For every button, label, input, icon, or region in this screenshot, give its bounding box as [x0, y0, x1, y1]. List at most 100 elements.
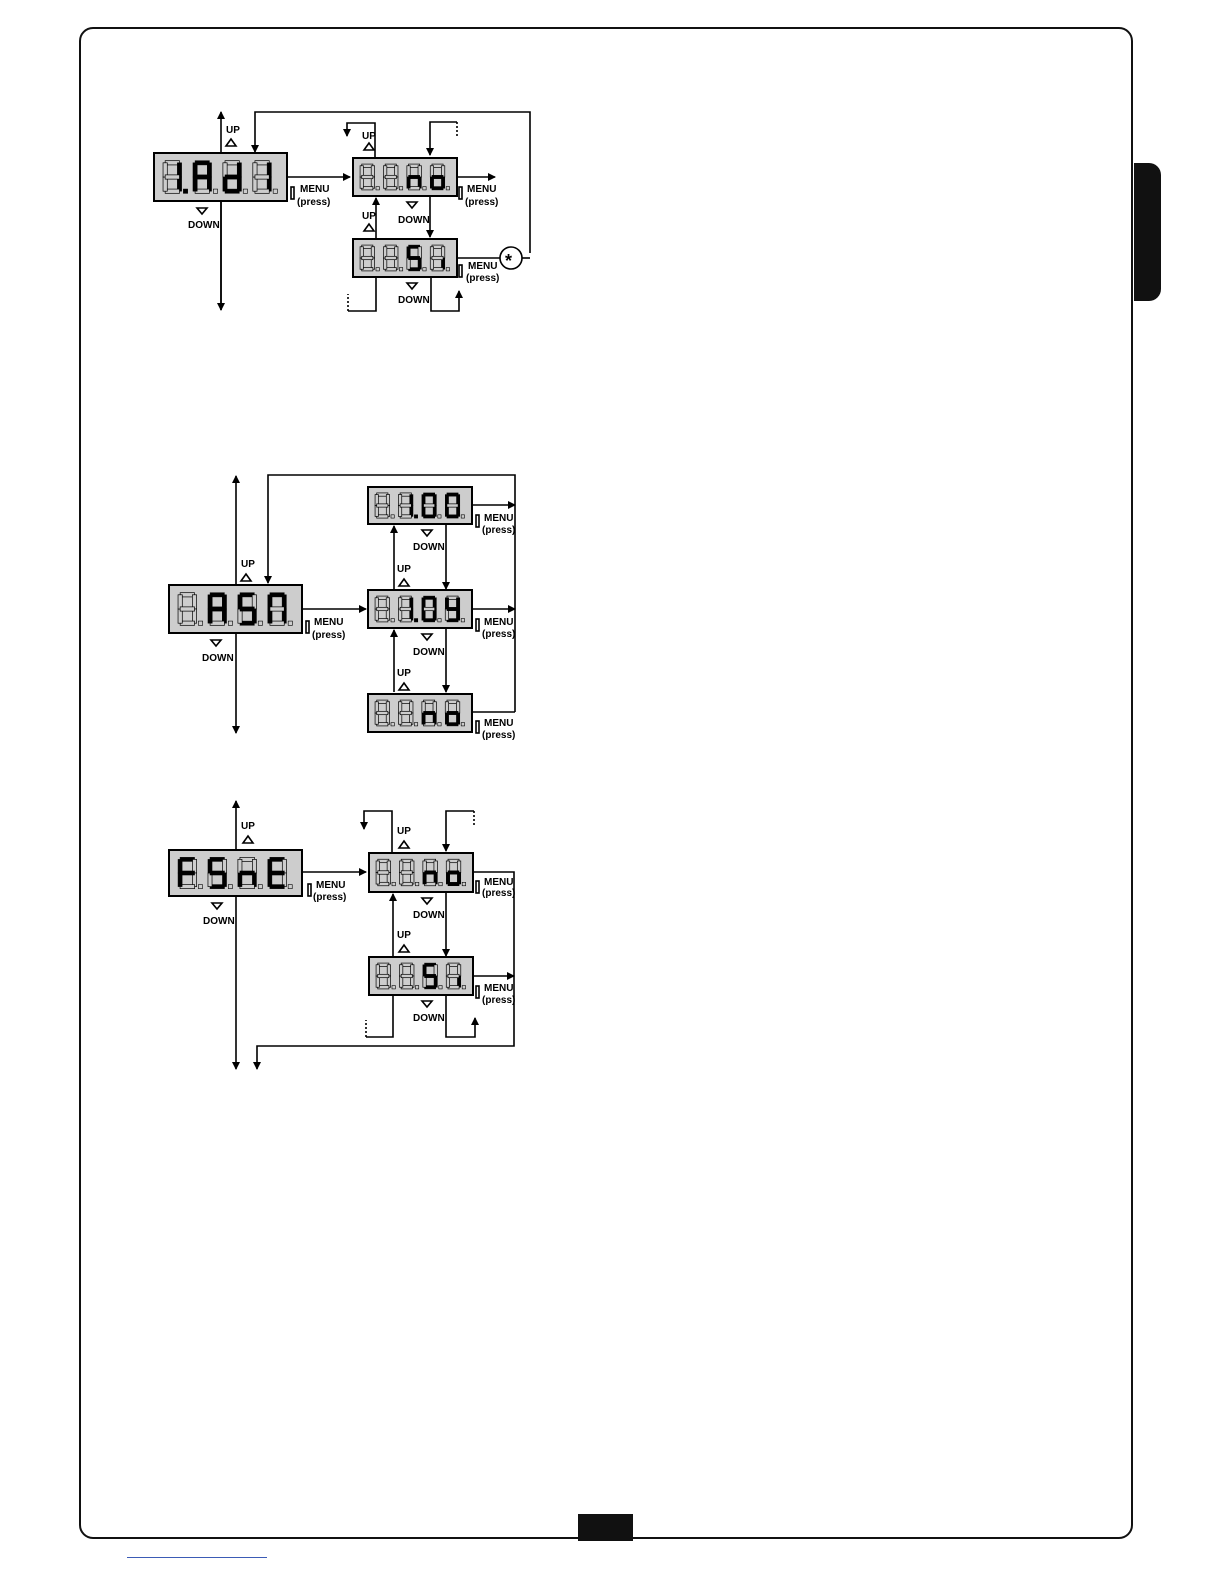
- decimal-point: [391, 515, 394, 518]
- decimal-point: [438, 515, 441, 518]
- down-label: DOWN: [203, 916, 235, 927]
- display-option-2: [368, 590, 472, 628]
- segment-g: [424, 607, 435, 610]
- segment-g: [180, 607, 194, 611]
- segment-g: [378, 974, 389, 977]
- decimal-point: [376, 187, 379, 190]
- decimal-point: [258, 885, 262, 889]
- down-label: DOWN: [188, 220, 220, 231]
- star-label: *: [505, 251, 512, 271]
- segment-g: [400, 711, 411, 714]
- segment-g: [409, 256, 420, 259]
- press-label: (press): [482, 888, 515, 899]
- display-option-no: [353, 158, 457, 196]
- display-main-2: [169, 585, 302, 633]
- segment-g: [210, 871, 224, 875]
- decimal-point: [414, 515, 417, 518]
- display-main-3: [169, 850, 302, 896]
- segment-g: [270, 607, 284, 611]
- press-label: (press): [482, 995, 515, 1006]
- segment-g: [385, 256, 396, 259]
- decimal-point: [414, 723, 417, 726]
- segment-g: [401, 974, 412, 977]
- menu-label: MENU: [314, 617, 343, 628]
- segment-g: [362, 175, 373, 178]
- menu-label: MENU: [484, 877, 513, 888]
- segment-g: [400, 607, 411, 610]
- decimal-point: [399, 187, 402, 190]
- segment-g: [409, 175, 420, 178]
- segment-g: [240, 871, 254, 875]
- decimal-point: [446, 268, 449, 271]
- segment-g: [447, 504, 458, 507]
- segment-g: [425, 871, 436, 874]
- press-label: (press): [482, 525, 515, 536]
- menu-label: MENU: [300, 184, 329, 195]
- up-label: UP: [241, 559, 255, 570]
- display-main-1: [154, 153, 287, 201]
- up-label: UP: [397, 668, 411, 679]
- segment-g: [400, 504, 411, 507]
- menu-label: MENU: [484, 983, 513, 994]
- decimal-point: [461, 723, 464, 726]
- press-label: (press): [312, 630, 345, 641]
- down-label: DOWN: [413, 910, 445, 921]
- up-label: UP: [241, 821, 255, 832]
- segment-g: [448, 871, 459, 874]
- decimal-point: [391, 619, 394, 622]
- decimal-point: [423, 187, 426, 190]
- segment-g: [447, 607, 458, 610]
- press-label: (press): [465, 197, 498, 208]
- segment-g: [210, 607, 224, 611]
- decimal-point: [461, 619, 464, 622]
- bottom-wrap-arrow: [446, 996, 475, 1037]
- segment-g: [425, 974, 436, 977]
- decimal-point: [288, 885, 292, 889]
- segment-g: [424, 711, 435, 714]
- decimal-point: [439, 986, 442, 989]
- segment-g: [432, 256, 443, 259]
- press-label: (press): [482, 730, 515, 741]
- display-option-3: [368, 694, 472, 732]
- segment-g: [165, 175, 179, 179]
- decimal-point: [258, 621, 262, 625]
- segment-g: [385, 175, 396, 178]
- decimal-point: [415, 986, 418, 989]
- down-label: DOWN: [413, 1013, 445, 1024]
- segment-g: [378, 871, 389, 874]
- segment-g: [240, 607, 254, 611]
- decimal-point: [392, 986, 395, 989]
- decimal-point: [462, 882, 465, 885]
- decimal-point: [198, 621, 202, 625]
- bottom-wrap-arrow: [431, 278, 459, 311]
- menu-label: MENU: [484, 617, 513, 628]
- press-label: (press): [313, 892, 346, 903]
- decimal-point: [415, 882, 418, 885]
- segment-g: [377, 711, 388, 714]
- segment-g: [255, 175, 269, 179]
- decimal-point: [376, 268, 379, 271]
- segment-g: [270, 871, 284, 875]
- decimal-point: [228, 621, 232, 625]
- display-option-1: [368, 487, 472, 524]
- press-label: (press): [297, 197, 330, 208]
- decimal-point: [198, 885, 202, 889]
- decimal-point: [461, 515, 464, 518]
- menu-label: MENU: [484, 718, 513, 729]
- up-label: UP: [226, 125, 240, 136]
- wrap-up-arrow: [364, 811, 392, 853]
- decimal-point: [462, 986, 465, 989]
- wrap-down-arrow: [430, 122, 457, 155]
- segment-g: [432, 175, 443, 178]
- segment-g: [225, 175, 239, 179]
- decimal-point: [399, 268, 402, 271]
- decimal-point: [228, 885, 232, 889]
- segment-g: [424, 504, 435, 507]
- down-label: DOWN: [413, 647, 445, 658]
- down-label: DOWN: [413, 542, 445, 553]
- segment-g: [377, 504, 388, 507]
- decimal-point: [392, 882, 395, 885]
- decimal-point: [243, 189, 247, 193]
- display-option-yes: [369, 957, 473, 995]
- diagram-3: [212, 801, 514, 1069]
